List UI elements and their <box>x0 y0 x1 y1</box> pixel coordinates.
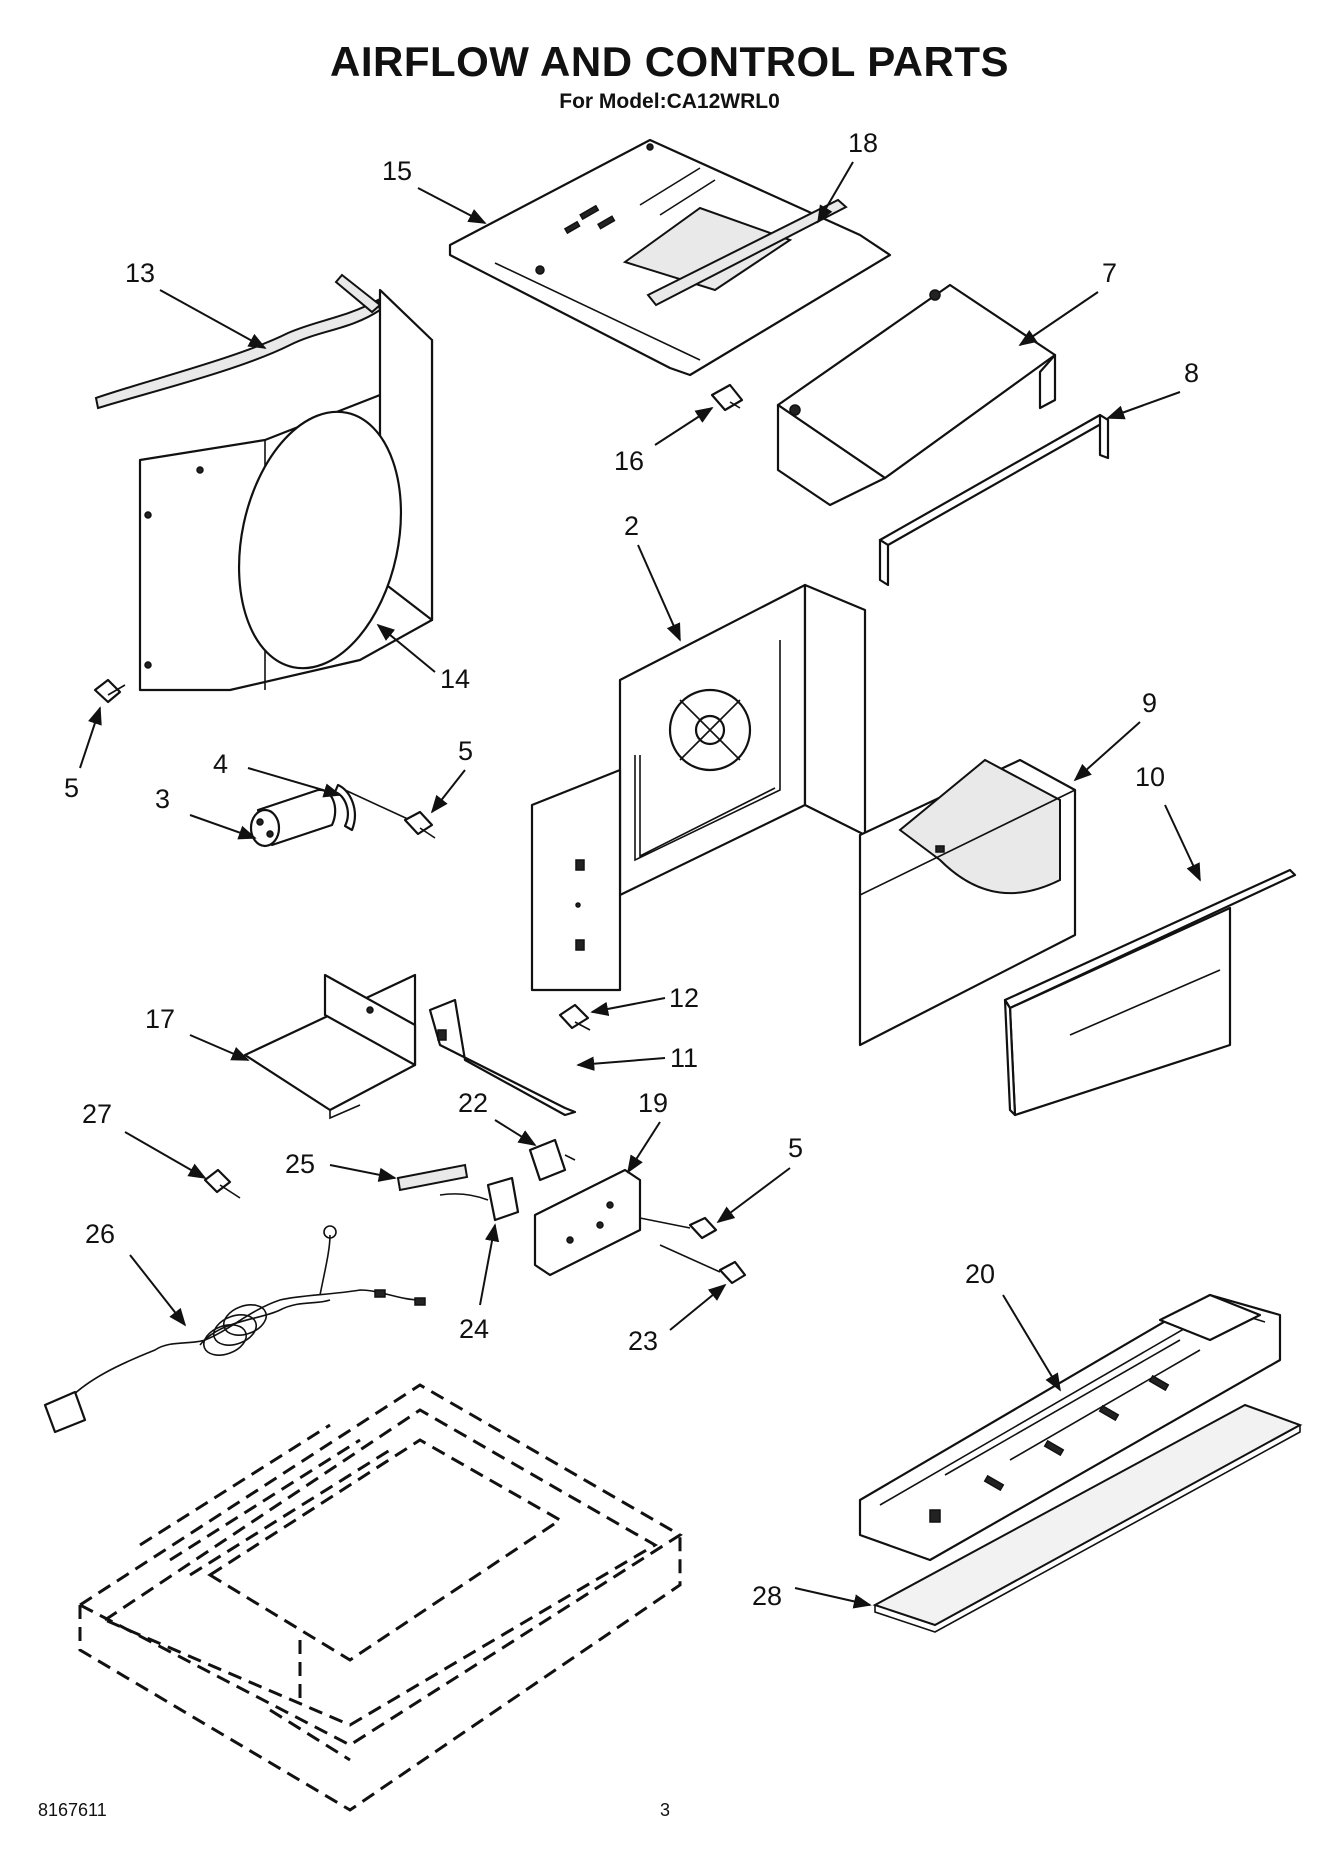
doc-number: 8167611 <box>38 1800 107 1820</box>
callout-2: 2 <box>624 511 639 541</box>
callout-13: 13 <box>125 258 155 288</box>
part-5-screw-capacitor <box>403 810 436 839</box>
part-9-scroll-housing <box>858 758 1077 1047</box>
part-2-orifice-panel <box>530 583 867 992</box>
callout-9: 9 <box>1142 688 1157 718</box>
callout-22: 22 <box>458 1088 488 1118</box>
part-23-screw <box>659 1244 747 1285</box>
part-27-ground-screw <box>203 1168 241 1199</box>
part-28-filter <box>872 1403 1303 1633</box>
callout-10: 10 <box>1135 762 1165 792</box>
callout-27: 27 <box>82 1099 112 1129</box>
callout-16: 16 <box>614 446 644 476</box>
callout-labels: 15 18 13 7 8 16 2 14 5 4 5 3 9 10 12 17 … <box>64 128 1199 1611</box>
part-7-control-cover <box>776 283 1057 507</box>
part-10-discharge-panel <box>1003 868 1297 1117</box>
part-4-capacitor-strap <box>333 783 411 832</box>
part-26-power-cord <box>43 1225 426 1434</box>
callout-12: 12 <box>669 983 699 1013</box>
callout-11: 11 <box>670 1043 698 1073</box>
part-22-switch <box>528 1138 576 1182</box>
part-15-top-cover <box>448 138 892 377</box>
callout-19: 19 <box>638 1088 668 1118</box>
page-title: AIRFLOW AND CONTROL PARTS <box>329 38 1009 85</box>
callout-15: 15 <box>382 156 412 186</box>
callout-7: 7 <box>1102 258 1117 288</box>
part-5-screw-left <box>93 678 126 704</box>
part-18-seal-strip <box>646 198 848 307</box>
part-17-control-box <box>243 973 417 1120</box>
callout-4: 4 <box>213 749 228 779</box>
base-pan-reference <box>77 1383 683 1812</box>
callout-24: 24 <box>459 1314 489 1344</box>
callout-8: 8 <box>1184 358 1199 388</box>
part-14-fan-shroud <box>138 288 434 692</box>
part-5-screw-panel <box>639 1216 718 1240</box>
part-12-screw <box>558 1003 591 1031</box>
model-subtitle: For Model:CA12WRL0 <box>559 90 780 113</box>
part-8-bracket-strip <box>878 413 1110 587</box>
part-25-tube <box>396 1163 469 1192</box>
callout-25: 25 <box>285 1149 315 1179</box>
callout-20: 20 <box>965 1259 995 1289</box>
leader-arrows <box>79 161 1201 1609</box>
part-24-selector <box>439 1176 520 1222</box>
callout-28: 28 <box>752 1581 782 1611</box>
callout-26: 26 <box>85 1219 115 1249</box>
part-3-capacitor <box>249 788 337 848</box>
page-number: 3 <box>660 1800 671 1820</box>
callout-23: 23 <box>628 1326 658 1356</box>
callout-5-capacitor: 5 <box>458 736 473 766</box>
part-16-screw <box>710 383 744 412</box>
callout-3: 3 <box>155 784 170 814</box>
callout-17: 17 <box>145 1004 175 1034</box>
callout-5-left: 5 <box>64 773 79 803</box>
callout-5-panel: 5 <box>788 1133 803 1163</box>
part-20-drain-pan <box>858 1293 1282 1562</box>
callout-14: 14 <box>440 664 470 694</box>
callout-18: 18 <box>848 128 878 158</box>
part-19-control-panel <box>533 1168 642 1277</box>
part-13-gasket <box>94 273 382 410</box>
part-11-bracket <box>428 998 577 1117</box>
